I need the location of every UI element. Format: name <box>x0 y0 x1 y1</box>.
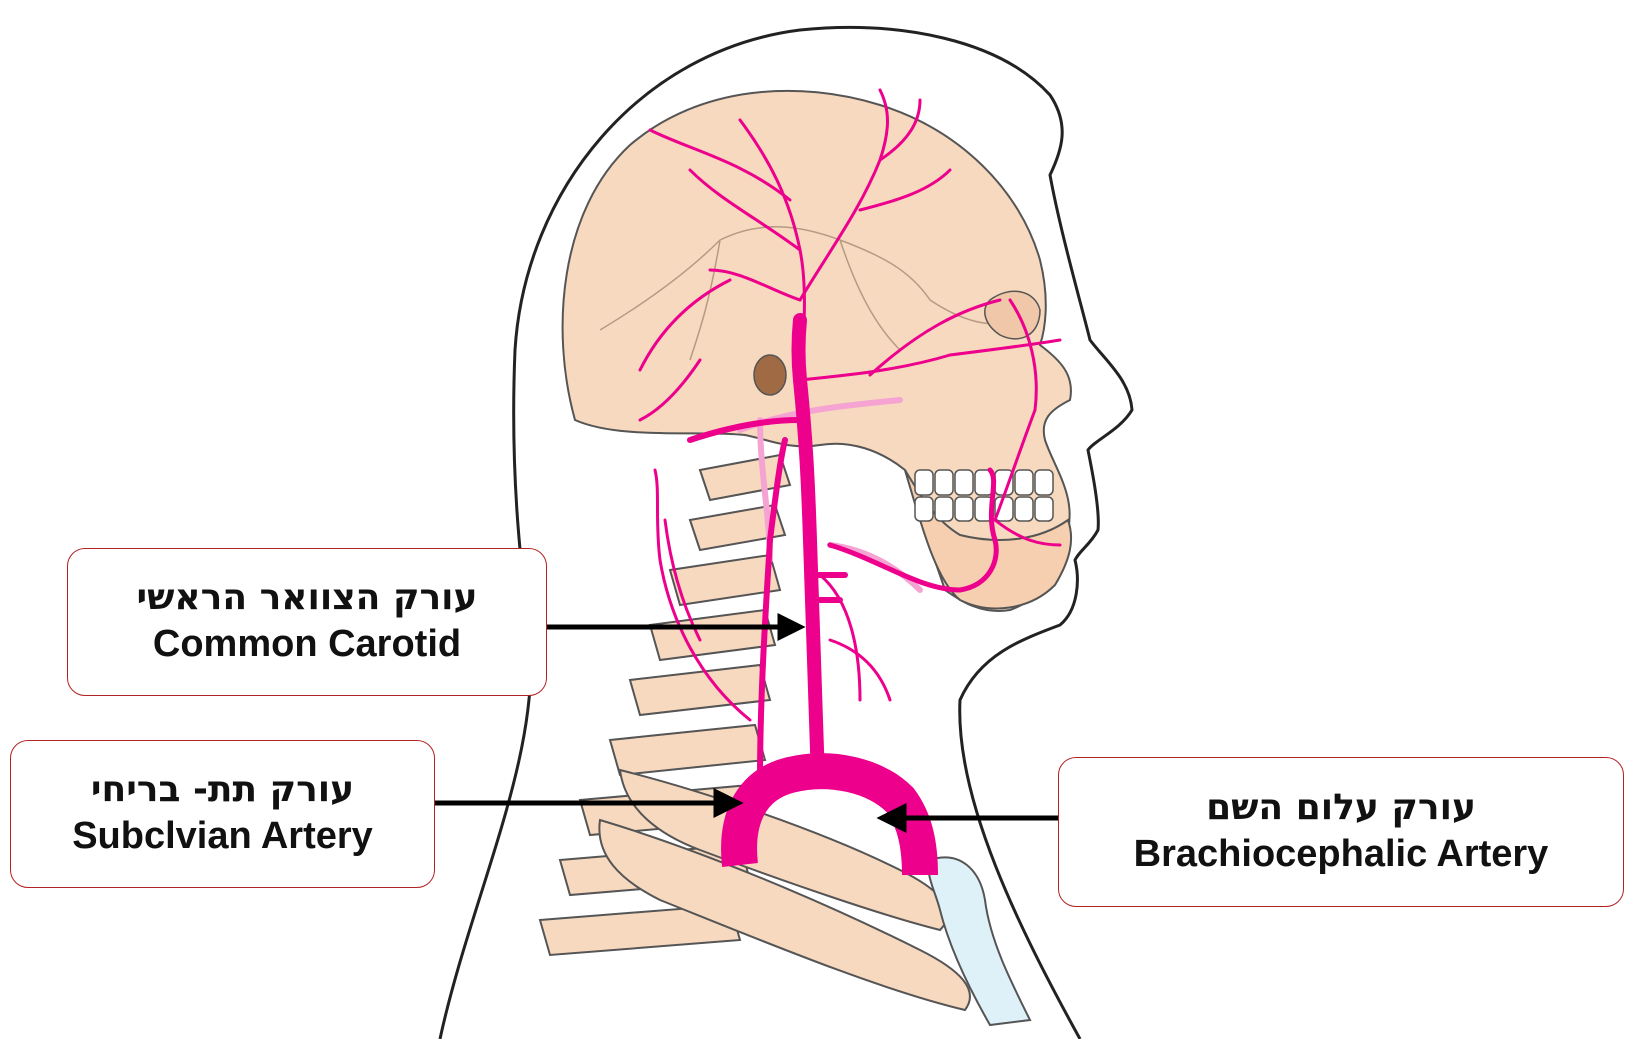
label-common-carotid-english: Common Carotid <box>153 620 461 669</box>
label-subclavian-hebrew: עורק תת- בריחי <box>91 767 354 812</box>
label-subclavian-english: Subclvian Artery <box>72 812 373 861</box>
label-common-carotid: עורק הצוואר הראשי Common Carotid <box>67 548 547 696</box>
label-brachiocephalic-hebrew: עורק עלום השם <box>1206 785 1476 830</box>
label-common-carotid-hebrew: עורק הצוואר הראשי <box>137 575 478 620</box>
ear-canal <box>754 355 786 395</box>
label-brachiocephalic-english: Brachiocephalic Artery <box>1134 830 1549 879</box>
label-brachiocephalic-artery: עורק עלום השם Brachiocephalic Artery <box>1058 757 1624 907</box>
label-subclavian-artery: עורק תת- בריחי Subclvian Artery <box>10 740 435 888</box>
arrow-common-carotid-head <box>780 617 800 637</box>
